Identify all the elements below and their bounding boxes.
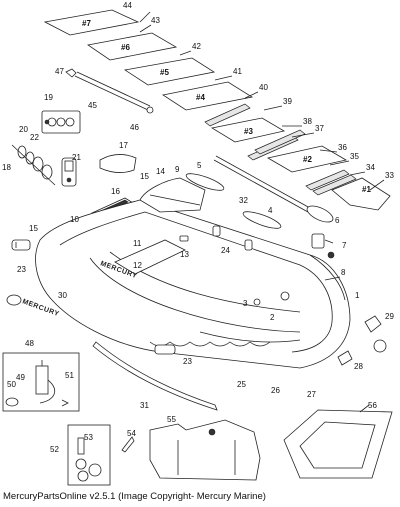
- callout: 52: [50, 445, 59, 454]
- floor-board-5-label: #5: [160, 68, 169, 77]
- callout: 20: [19, 125, 28, 134]
- carry-handle: [61, 157, 77, 187]
- valve-assembly: [11, 144, 56, 186]
- callout: 33: [385, 171, 394, 180]
- callout: 36: [338, 143, 347, 152]
- floor-board-7: #7: [43, 9, 140, 36]
- callout: 45: [88, 101, 97, 110]
- callout: 42: [192, 42, 201, 51]
- floor-mat: [283, 409, 393, 479]
- copyright-caption: MercuryPartsOnline v2.5.1 (Image Copyrig…: [3, 491, 266, 502]
- callout: 15: [140, 172, 149, 181]
- rub-strip: [92, 341, 218, 411]
- floor-board-1-label: #1: [362, 185, 371, 194]
- callout: 56: [368, 401, 377, 410]
- callout: 17: [119, 141, 128, 150]
- inflatable-hull: MERCURY: [35, 177, 351, 369]
- callout-labels: 1 2 3 4 5 6 7 8 9 10 11 12 13 14 15 15 1…: [2, 1, 394, 454]
- callout: 49: [16, 373, 25, 382]
- floor-board-4: #4: [161, 81, 254, 111]
- floor-board-3-label: #3: [244, 127, 253, 136]
- callout: 2: [270, 313, 275, 322]
- callout: 10: [70, 215, 79, 224]
- callout: 16: [111, 187, 120, 196]
- callout: 54: [127, 429, 136, 438]
- repair-kit-inset: [67, 424, 111, 486]
- pump-kit-inset: [2, 352, 80, 412]
- callout: 15: [29, 224, 38, 233]
- patch-tube: [121, 436, 135, 453]
- callout: 32: [239, 196, 248, 205]
- callout: 24: [221, 246, 230, 255]
- callout: 34: [366, 163, 375, 172]
- callout: 21: [72, 153, 81, 162]
- callout: 40: [259, 83, 268, 92]
- leader-lines: [139, 11, 385, 413]
- floor-stringers: [204, 103, 357, 196]
- callout: 29: [385, 312, 394, 321]
- callout: 37: [315, 124, 324, 133]
- callout: 11: [133, 239, 142, 248]
- towing-eye: [337, 350, 353, 366]
- callout: 18: [2, 163, 11, 172]
- callout: 13: [180, 250, 189, 259]
- floor-board-2: #2: [266, 145, 348, 173]
- callout: 14: [156, 167, 165, 176]
- callout: 23: [183, 357, 192, 366]
- oar-holder: [99, 154, 137, 173]
- callout: 30: [58, 291, 67, 300]
- callout: 38: [303, 117, 312, 126]
- floor-board-5: #5: [123, 57, 216, 86]
- grab-handle-left: [11, 239, 31, 251]
- floor-board-6: #6: [86, 32, 178, 61]
- floor-board-6-label: #6: [121, 43, 130, 52]
- callout: 51: [65, 371, 74, 380]
- callout: 39: [283, 97, 292, 106]
- callout: 31: [140, 401, 149, 410]
- callout: 55: [167, 415, 176, 424]
- callout: 48: [25, 339, 34, 348]
- callout: 7: [342, 241, 347, 250]
- callout: 6: [335, 216, 340, 225]
- grab-handle-bottom: [154, 344, 176, 355]
- valve-parts: [41, 110, 81, 134]
- callout: 22: [30, 133, 39, 142]
- callout: 26: [271, 386, 280, 395]
- callout: 1: [355, 291, 360, 300]
- callout: 50: [7, 380, 16, 389]
- drain-plug: [364, 315, 387, 353]
- callout: 53: [84, 433, 93, 442]
- callout: 9: [175, 165, 180, 174]
- callout: 25: [237, 380, 246, 389]
- oarlock: [311, 233, 335, 259]
- floor-board-7-label: #7: [82, 19, 91, 28]
- callout: 28: [354, 362, 363, 371]
- callout: 44: [123, 1, 132, 10]
- oar-blades: [185, 155, 334, 229]
- callout: 3: [243, 299, 248, 308]
- callout: 46: [130, 123, 139, 132]
- callout: 27: [307, 390, 316, 399]
- callout: 19: [44, 93, 53, 102]
- callout: 5: [197, 161, 202, 170]
- floor-board-3: #3: [210, 117, 286, 143]
- paddle-shaft: [65, 68, 154, 114]
- callout: 23: [17, 265, 26, 274]
- callout: 4: [268, 206, 273, 215]
- boat-cover: [149, 419, 261, 481]
- callout: 43: [151, 16, 160, 25]
- callout: 35: [350, 152, 359, 161]
- callout: 41: [233, 67, 242, 76]
- callout: 8: [341, 268, 346, 277]
- callout: 12: [133, 261, 142, 270]
- callout: 47: [55, 67, 64, 76]
- floor-board-2-label: #2: [303, 155, 312, 164]
- floor-board-1: #1: [331, 177, 391, 211]
- floor-board-4-label: #4: [196, 93, 205, 102]
